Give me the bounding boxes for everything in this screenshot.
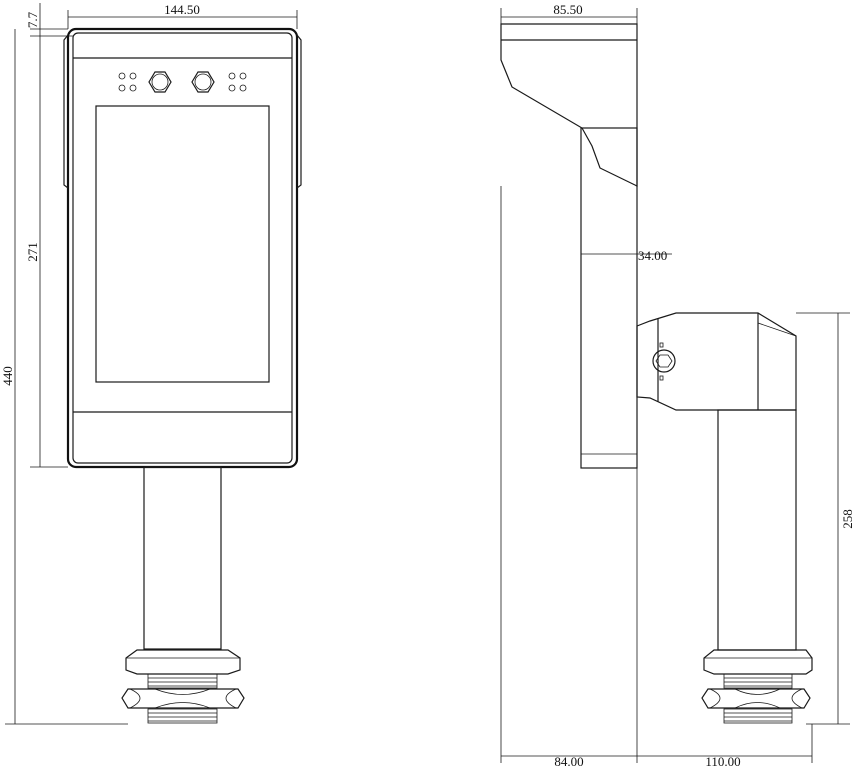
dim-front-panel-height: 271	[25, 242, 40, 262]
dim-side-base-right: 110.00	[705, 754, 740, 769]
bracket-screw-icon	[652, 349, 676, 373]
dim-front-top-offset: 7.7	[25, 11, 40, 28]
side-dimensions: 85.50 34.00 258 84.00 110.00	[500, 2, 855, 769]
side-body	[580, 127, 638, 469]
dim-side-top-width: 85.50	[553, 2, 582, 17]
side-bracket	[636, 312, 797, 411]
front-flange	[125, 649, 241, 675]
side-flange	[703, 649, 813, 675]
side-nut	[701, 688, 811, 709]
dim-side-pole-height: 258	[840, 509, 855, 529]
front-pole	[143, 466, 222, 650]
dim-front-total-height: 440	[0, 366, 15, 386]
front-nut	[121, 688, 245, 709]
side-thread	[723, 673, 793, 724]
side-pole	[717, 409, 797, 651]
side-housing	[500, 23, 638, 187]
dim-front-width: 144.50	[164, 2, 200, 17]
front-thread	[147, 673, 218, 724]
dim-side-base-left: 84.00	[554, 754, 583, 769]
camera-right-icon	[191, 71, 215, 93]
front-housing	[66, 27, 299, 469]
dim-side-body-depth: 34.00	[638, 248, 667, 263]
front-screen	[95, 105, 270, 383]
side-view	[500, 23, 813, 724]
camera-left-icon	[148, 71, 172, 93]
front-dimensions: 144.50 7.7 271 440	[0, 2, 298, 725]
front-view	[63, 27, 302, 724]
sensor-cluster	[118, 71, 247, 93]
